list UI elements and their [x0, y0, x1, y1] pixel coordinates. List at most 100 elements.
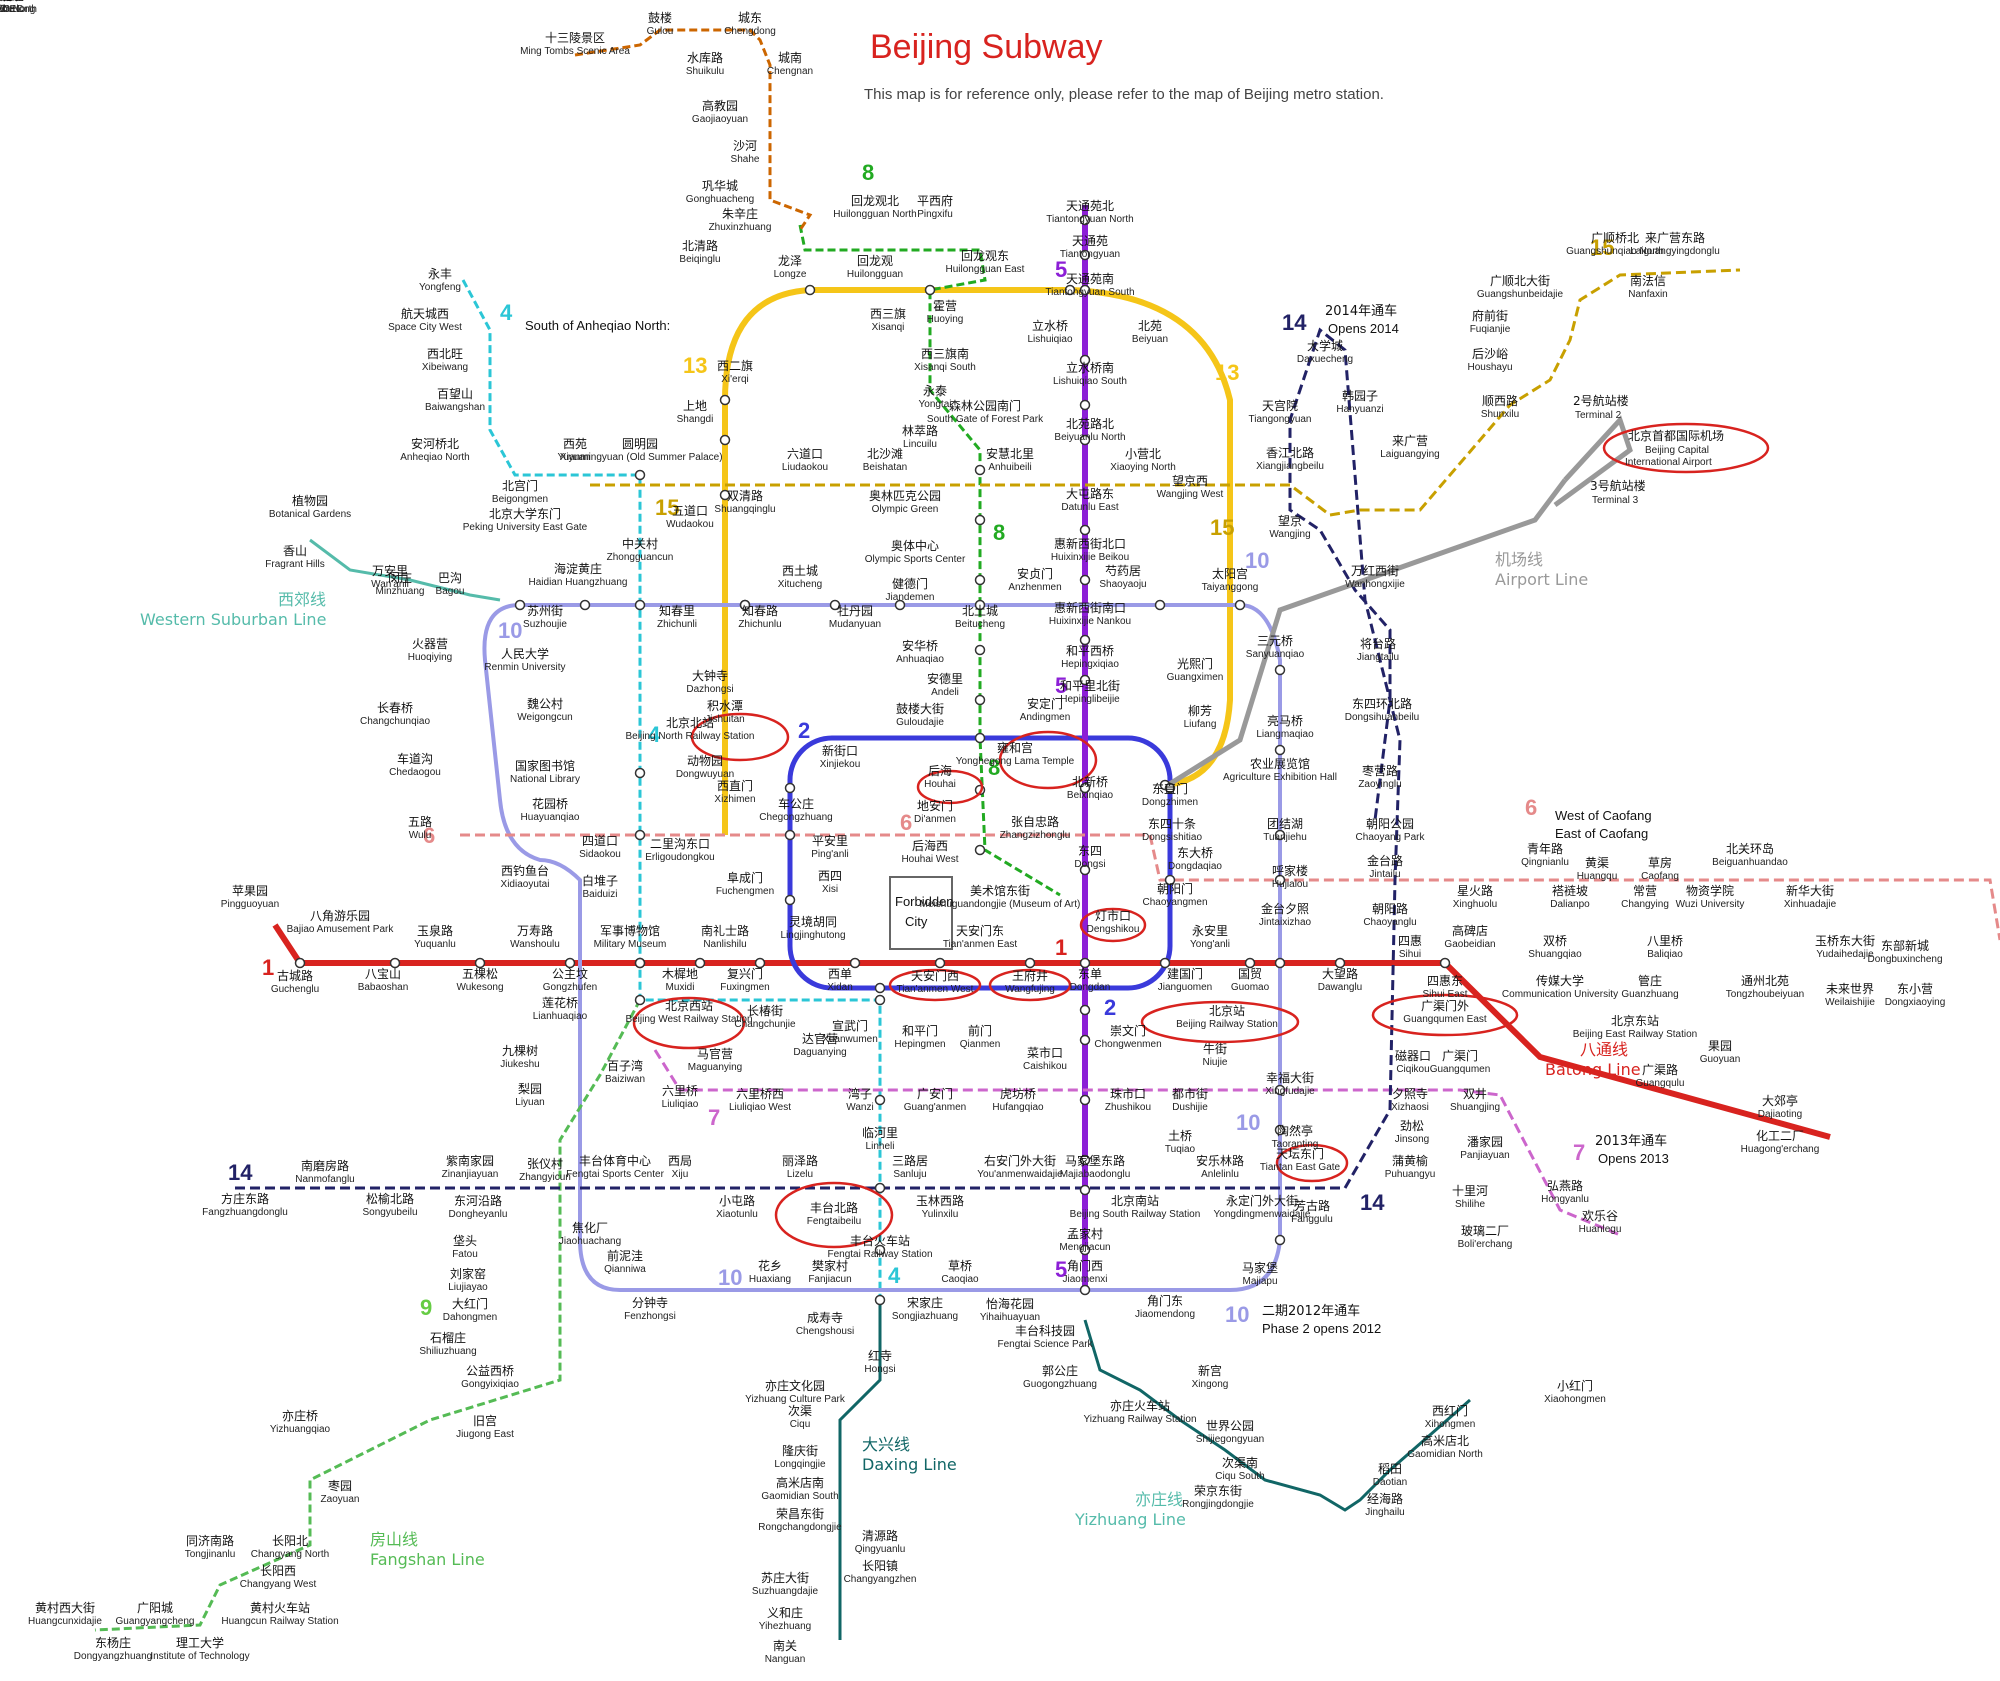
station-name-en: Zhongguancun	[607, 552, 674, 563]
station-name-cn: 八里桥	[1647, 934, 1683, 948]
station-name-en: Chengnan	[767, 66, 813, 77]
station-dot	[829, 599, 841, 611]
station-name-en: Huangqu	[1577, 871, 1618, 882]
station-name-cn: 东直门	[1152, 781, 1188, 796]
station-dot	[1274, 664, 1286, 676]
station-dot	[1079, 674, 1091, 686]
highlight-dengshikou	[1079, 907, 1147, 943]
station-name-en: Mengjiacun	[1059, 1242, 1110, 1253]
station-name-cn: 红寺	[868, 1348, 892, 1363]
station-name-cn: 府前街	[1472, 308, 1508, 323]
station-name-cn: 五棵松	[462, 966, 498, 981]
station-name-cn: 东杨庄	[95, 1635, 131, 1650]
station-name-cn: 植物园	[292, 493, 328, 508]
note-anheqiao: South of Anheqiao North:	[525, 318, 670, 333]
station-name-en: Weilaishijie	[1825, 997, 1875, 1008]
station-name-cn: 菜市口	[1027, 1045, 1063, 1060]
station-name-en: Lingjinghutong	[780, 930, 845, 941]
station-name-en: Suzhoujie	[523, 619, 567, 630]
station-name-cn: 天通苑	[1072, 234, 1108, 248]
station-name-cn: 天通苑北	[1066, 199, 1114, 213]
station-dot	[849, 957, 861, 969]
station-name-cn: 潮白河东	[0, 0, 24, 3]
station-name-cn: 亦庄文化园	[765, 1378, 825, 1393]
station-name-en: Zhushikou	[1105, 1102, 1151, 1113]
station-name-cn: 四惠东	[1427, 974, 1463, 988]
station-name-en: Beijing Railway Station	[1176, 1019, 1278, 1030]
subway-lines	[94, 28, 2000, 1640]
station-name-cn: 石榴庄	[430, 1330, 466, 1345]
station-name-en: Daotian	[1373, 1477, 1407, 1488]
station-dot	[634, 469, 646, 481]
station-name-en: Caoqiao	[941, 1274, 979, 1285]
station-name-cn: 双井	[1463, 1087, 1487, 1101]
station-name-cn: 北京北站	[666, 716, 714, 730]
station-dot	[634, 994, 646, 1006]
station-name-cn: 玉泉路	[417, 923, 453, 938]
station-name-cn: 西二旗	[717, 358, 753, 373]
station-name-en: Guangqulu	[1636, 1078, 1685, 1089]
station-name-en: Jishuitan	[705, 714, 744, 725]
station-name-cn: 广顺桥北	[1591, 231, 1639, 245]
station-dot	[784, 894, 796, 906]
station-name-cn: 北京大学东门	[489, 506, 561, 521]
station-name-cn: 夕照寺	[1392, 1087, 1428, 1101]
station-name-cn: 新国展	[0, 0, 18, 3]
station-name-cn: 通州北苑	[1741, 974, 1789, 988]
station-name-cn: 芳古路	[1294, 1198, 1330, 1213]
station-name-en: Xinghuolu	[1453, 899, 1497, 910]
station-name-cn: 虎坊桥	[1000, 1086, 1036, 1101]
station-dot	[1079, 957, 1091, 969]
station-name-cn: 巩华城	[702, 179, 738, 193]
station-name-cn: 霍营	[933, 299, 957, 313]
station-name-en: Anzhenmen	[1008, 582, 1061, 593]
station-name-cn: 城南	[778, 50, 802, 65]
station-name-cn: 莲花桥	[542, 995, 578, 1010]
station-name-en: Liufang	[1184, 719, 1217, 730]
station-name-en: Bajiao Amusement Park	[287, 924, 395, 935]
station-name-cn: 枣园	[328, 1479, 352, 1493]
station-dot	[874, 1094, 886, 1106]
station-name-en: Datunlu East	[1061, 502, 1118, 513]
station-name-en: Sanyuanqiao	[1246, 649, 1305, 660]
station-name-cn: 八角游乐园	[310, 909, 370, 923]
forbidden-city-label-2: City	[905, 914, 928, 929]
station-name-cn: 农业展览馆	[1250, 756, 1310, 771]
